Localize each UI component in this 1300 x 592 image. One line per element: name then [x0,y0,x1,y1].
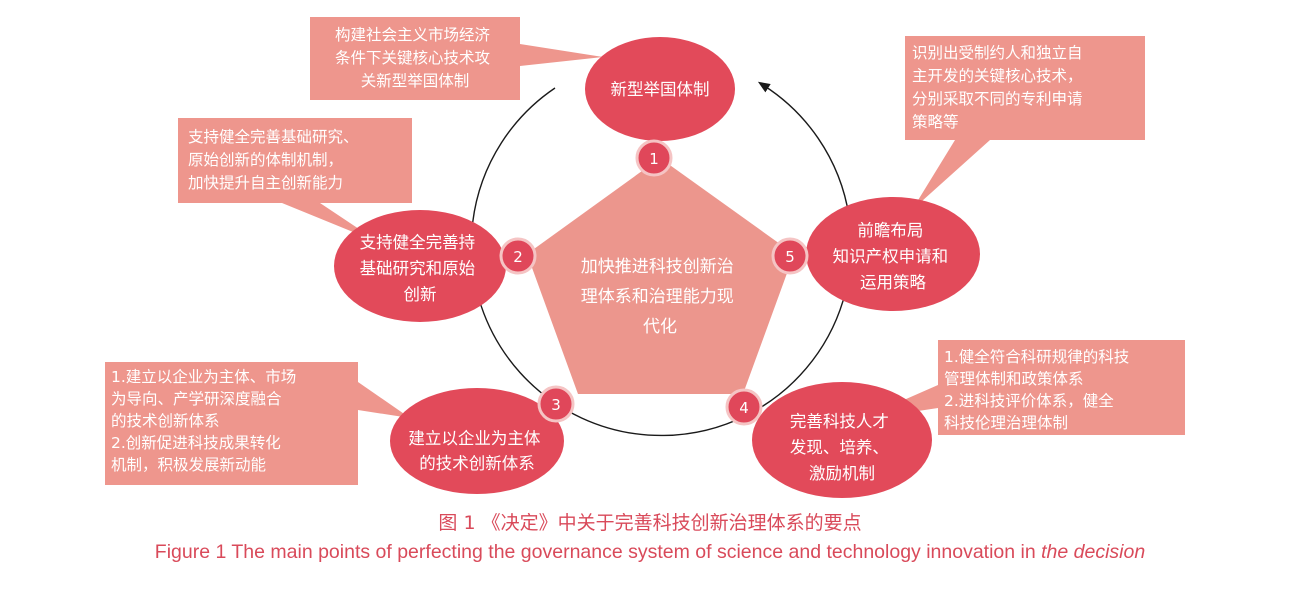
callout-1-text: 构建社会主义市场经济 条件下关键核心技术攻 关新型举国体制 [335,26,495,90]
callout-2-box [178,118,412,243]
node-2: 支持健全完善持 基础研究和原始 创新 [334,210,506,322]
node-5-label: 前瞻布局 知识产权申请和 运用策略 [833,221,954,292]
node-4: 完善科技人才 发现、培养、 激励机制 [752,382,932,498]
badge-4: 4 [725,388,763,426]
node-1-ellipse [585,37,735,141]
center-pentagon [527,158,794,394]
badge-4-number: 4 [739,399,749,417]
node-3: 建立以企业为主体 的技术创新体系 [390,388,564,494]
badge-1-number: 1 [649,150,659,168]
callout-2-text: 支持健全完善基础研究、 原始创新的体制机制， 加快提升自主创新能力 [188,128,363,192]
badge-1-circle [635,139,673,177]
callout-3: 1.建立以企业为主体、市场 为导向、产学研深度融合 的技术创新体系 2.创新促进… [105,362,410,485]
node-5: 前瞻布局 知识产权申请和 运用策略 [806,197,980,311]
callout-5: 识别出受制约人和独立自 主开发的关键核心技术， 分别采取不同的专利申请 策略等 [905,36,1145,210]
callout-3-box [105,362,410,485]
node-3-ellipse [390,388,564,494]
callout-5-box [905,36,1145,210]
callout-2: 支持健全完善基础研究、 原始创新的体制机制， 加快提升自主创新能力 [178,118,412,243]
callout-4-box [858,340,1185,435]
caption-chinese: 图 1 《决定》中关于完善科技创新治理体系的要点 [438,512,862,534]
badge-3: 3 [537,385,575,423]
node-1-label: 新型举国体制 [611,80,710,99]
badge-5-circle [771,237,809,275]
caption-english-main: Figure 1 The main points of perfecting t… [154,541,1042,563]
caption-english: Figure 1 The main points of perfecting t… [0,541,1300,564]
badge-2: 2 [499,237,537,275]
node-2-label: 支持健全完善持 基础研究和原始 创新 [360,233,481,304]
badge-4-circle [725,388,763,426]
node-4-ellipse [752,382,932,498]
badge-5: 5 [771,237,809,275]
node-5-ellipse [806,197,980,311]
badge-3-circle [537,385,575,423]
badge-2-circle [499,237,537,275]
callout-4-text: 1.健全符合科研规律的科技 管理体制和政策体系 2.进科技评价体系，健全 科技伦… [944,348,1134,432]
callout-1: 构建社会主义市场经济 条件下关键核心技术攻 关新型举国体制 [310,17,603,100]
badge-5-number: 5 [785,248,795,266]
callout-4: 1.健全符合科研规律的科技 管理体制和政策体系 2.进科技评价体系，健全 科技伦… [858,340,1185,435]
badge-1: 1 [635,139,673,177]
caption-english-italic: the decision [1041,541,1146,563]
callout-5-text: 识别出受制约人和独立自 主开发的关键核心技术， 分别采取不同的专利申请 策略等 [912,44,1087,131]
center-label: 加快推进科技创新治 理体系和治理能力现 代化 [581,257,739,337]
badge-3-number: 3 [551,396,561,414]
node-1: 新型举国体制 [585,37,735,141]
callout-3-text: 1.建立以企业为主体、市场 为导向、产学研深度融合 的技术创新体系 2.创新促进… [111,368,301,474]
callout-1-box [310,17,603,100]
node-4-label: 完善科技人才 发现、培养、 激励机制 [790,412,894,483]
node-3-label: 建立以企业为主体 的技术创新体系 [408,429,545,473]
badge-2-number: 2 [513,248,523,266]
node-2-ellipse [334,210,506,322]
